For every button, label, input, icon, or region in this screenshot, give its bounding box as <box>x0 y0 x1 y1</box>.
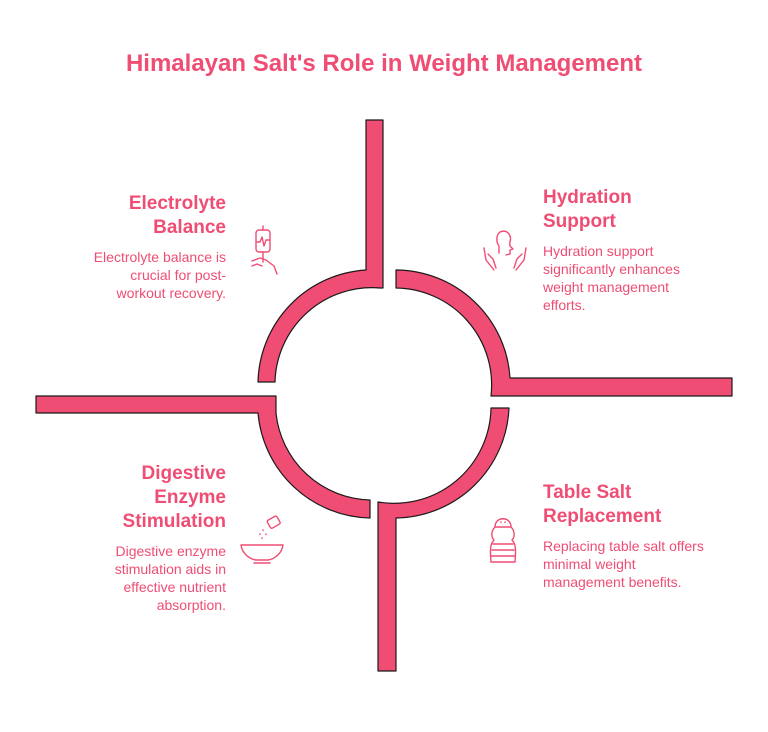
salt-shaker-icon <box>489 518 517 563</box>
quadrant-electrolyte: Electrolyte Balance Electrolyte balance … <box>40 192 226 302</box>
desc-line: crucial for post- <box>130 267 226 283</box>
person-hands-icon <box>483 230 527 271</box>
electrolyte-heading: Electrolyte Balance <box>40 192 226 240</box>
desc-line: Replacing table salt offers <box>543 538 704 554</box>
desc-line: effective nutrient <box>123 579 226 595</box>
arc-bottom-left <box>35 395 371 519</box>
arc-top-right <box>395 269 733 397</box>
heading-line: Hydration <box>543 187 632 208</box>
desc-line: weight management <box>543 279 670 295</box>
desc-line: stimulation aids in <box>114 561 226 577</box>
desc-line: efforts. <box>543 297 586 313</box>
heading-line: Balance <box>153 217 226 238</box>
table-salt-description: Replacing table salt offers minimal weig… <box>543 537 753 591</box>
desc-line: Electrolyte balance is <box>93 249 226 265</box>
desc-line: management benefits. <box>543 574 682 590</box>
heading-line: Replacement <box>543 506 662 527</box>
heading-line: Digestive <box>141 463 226 484</box>
arc-top-left <box>257 119 384 383</box>
desc-line: minimal weight <box>543 556 636 572</box>
heading-line: Support <box>543 211 616 232</box>
bowl-salt-shaker-icon <box>240 515 284 564</box>
hydration-description: Hydration support significantly enhances… <box>543 242 743 314</box>
desc-line: Digestive enzyme <box>115 543 227 559</box>
desc-line: significantly enhances <box>543 261 680 277</box>
heading-line: Enzyme <box>154 487 226 508</box>
desc-line: absorption. <box>156 597 226 613</box>
desc-line: workout recovery. <box>116 285 226 301</box>
quadrant-digestive: Digestive Enzyme Stimulation Digestive e… <box>40 462 226 614</box>
quadrant-table-salt: Table Salt Replacement Replacing table s… <box>543 481 753 591</box>
diagram-title: Himalayan Salt's Role in Weight Manageme… <box>125 50 643 77</box>
arc-bottom-right <box>377 407 510 672</box>
digestive-heading: Digestive Enzyme Stimulation <box>40 462 226 534</box>
heading-line: Stimulation <box>122 511 226 532</box>
quadrant-hydration: Hydration Support Hydration support sign… <box>543 186 743 314</box>
digestive-description: Digestive enzyme stimulation aids in eff… <box>40 542 226 614</box>
desc-line: Hydration support <box>543 243 654 259</box>
table-salt-heading: Table Salt Replacement <box>543 481 753 529</box>
iv-drip-heartbeat-icon <box>251 225 278 275</box>
electrolyte-description: Electrolyte balance is crucial for post-… <box>40 248 226 302</box>
heading-line: Table Salt <box>543 482 632 503</box>
heading-line: Electrolyte <box>128 193 226 214</box>
hydration-heading: Hydration Support <box>543 186 743 234</box>
